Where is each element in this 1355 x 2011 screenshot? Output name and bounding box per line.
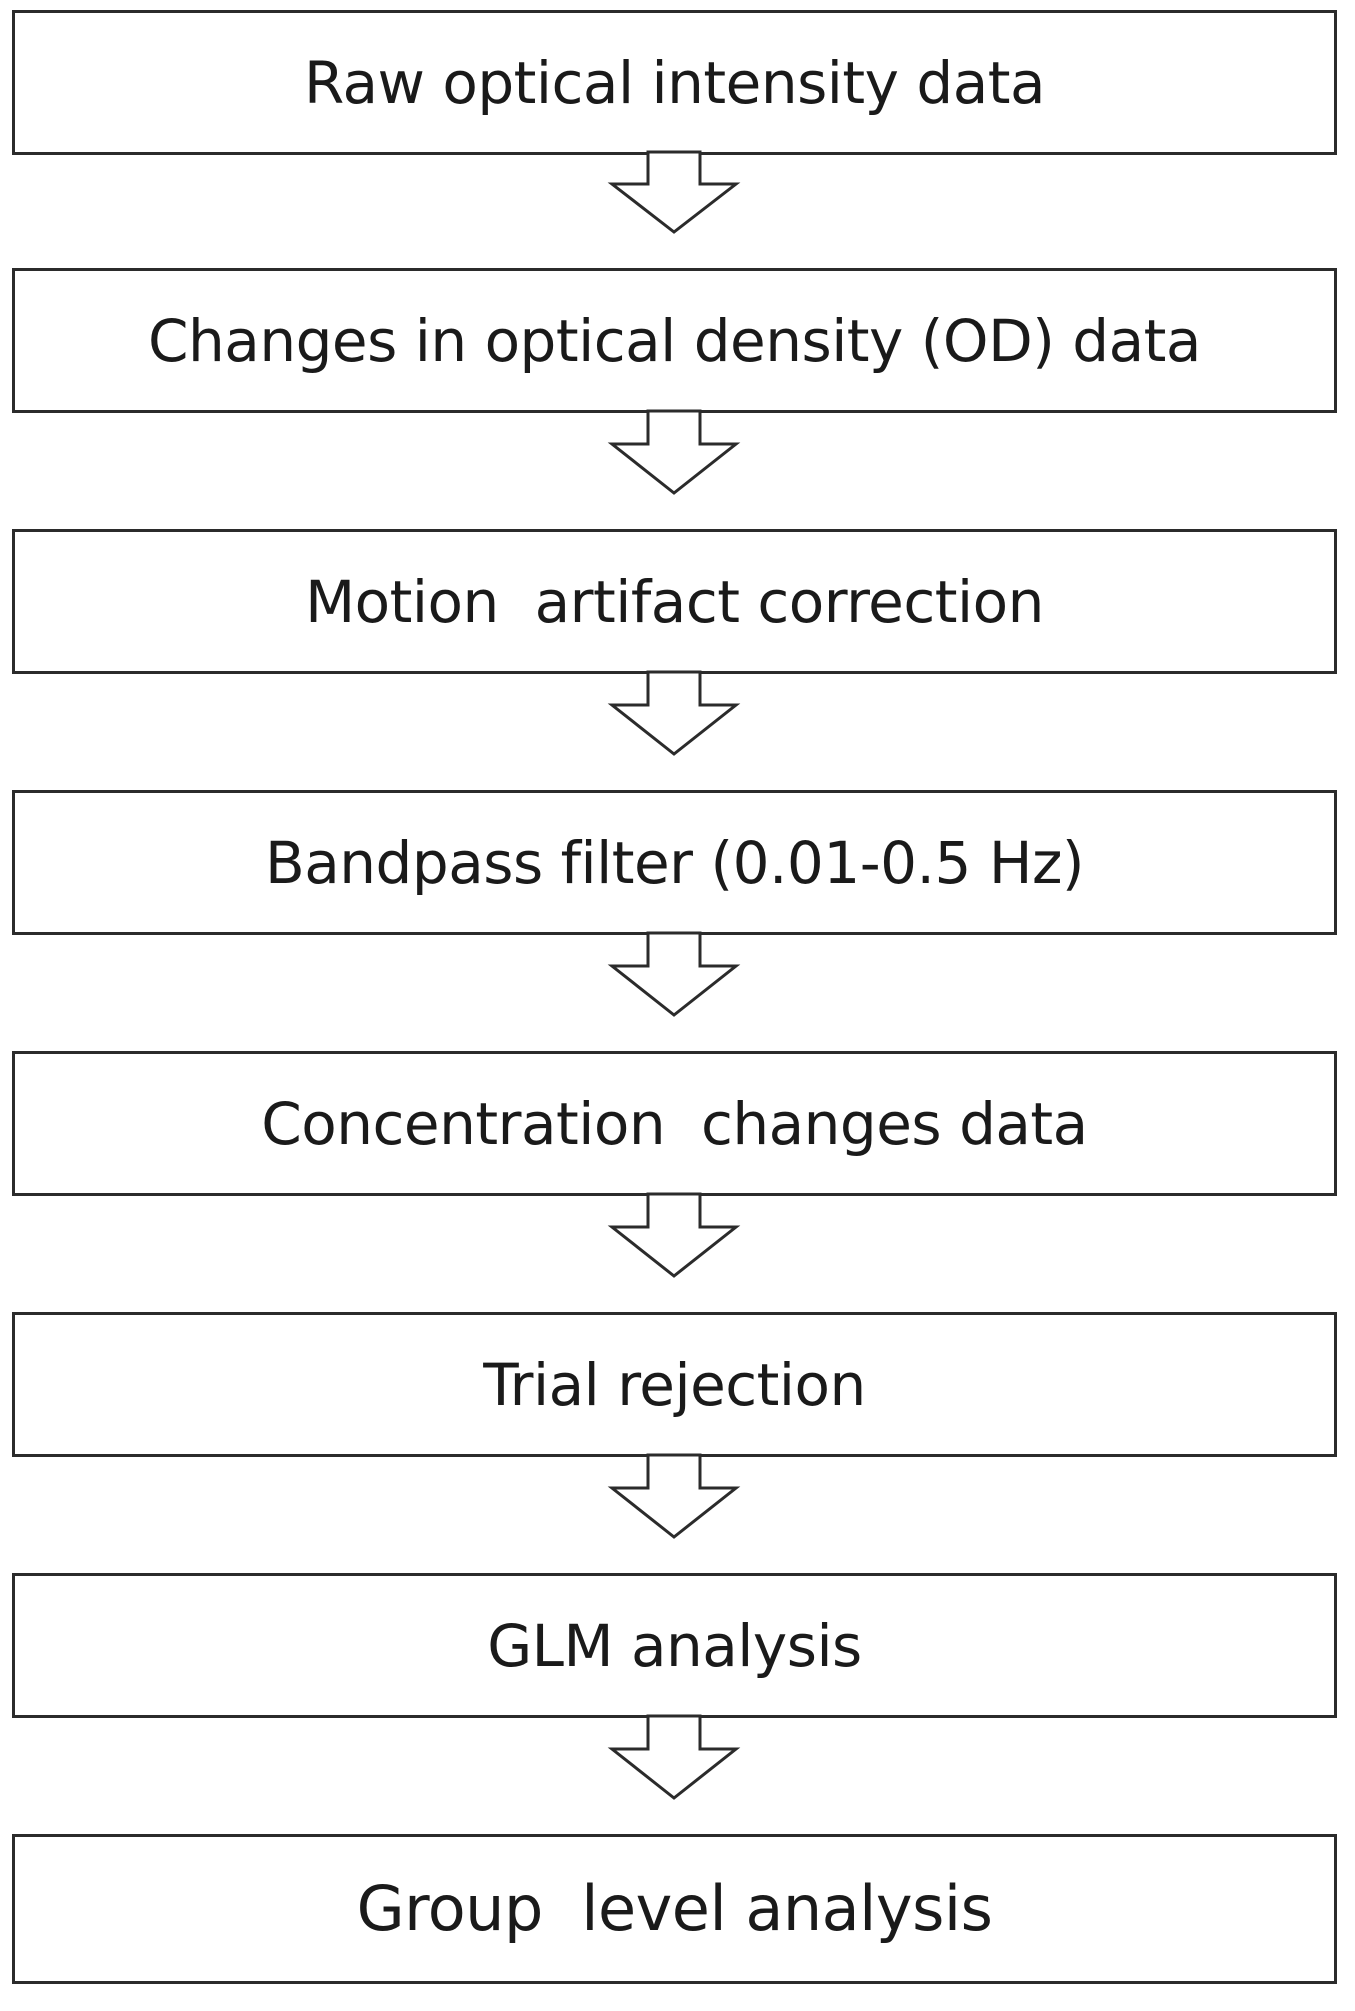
down-arrow-icon [607, 931, 741, 1017]
step-trial-rejection: Trial rejection [12, 1312, 1337, 1457]
step-label: Changes in optical density (OD) data [148, 306, 1201, 375]
down-arrow-icon [607, 1714, 741, 1800]
step-concentration-changes: Concentration changes data [12, 1051, 1337, 1196]
step-glm-analysis: GLM analysis [12, 1573, 1337, 1718]
step-optical-density: Changes in optical density (OD) data [12, 268, 1337, 413]
step-label: Motion artifact correction [305, 567, 1044, 636]
down-arrow-icon [607, 1192, 741, 1278]
step-bandpass-filter: Bandpass filter (0.01-0.5 Hz) [12, 790, 1337, 935]
step-label: Group level analysis [356, 1872, 993, 1945]
step-label: GLM analysis [487, 1611, 862, 1680]
down-arrow-icon [607, 1453, 741, 1539]
step-raw-optical-intensity: Raw optical intensity data [12, 10, 1337, 155]
step-label: Bandpass filter (0.01-0.5 Hz) [264, 828, 1085, 897]
down-arrow-icon [607, 670, 741, 756]
step-label: Raw optical intensity data [303, 48, 1046, 117]
step-label: Trial rejection [483, 1350, 866, 1419]
step-motion-artifact-correction: Motion artifact correction [12, 529, 1337, 674]
step-label: Concentration changes data [261, 1089, 1088, 1158]
down-arrow-icon [607, 150, 741, 234]
down-arrow-icon [607, 409, 741, 495]
step-group-level-analysis: Group level analysis [12, 1834, 1337, 1984]
